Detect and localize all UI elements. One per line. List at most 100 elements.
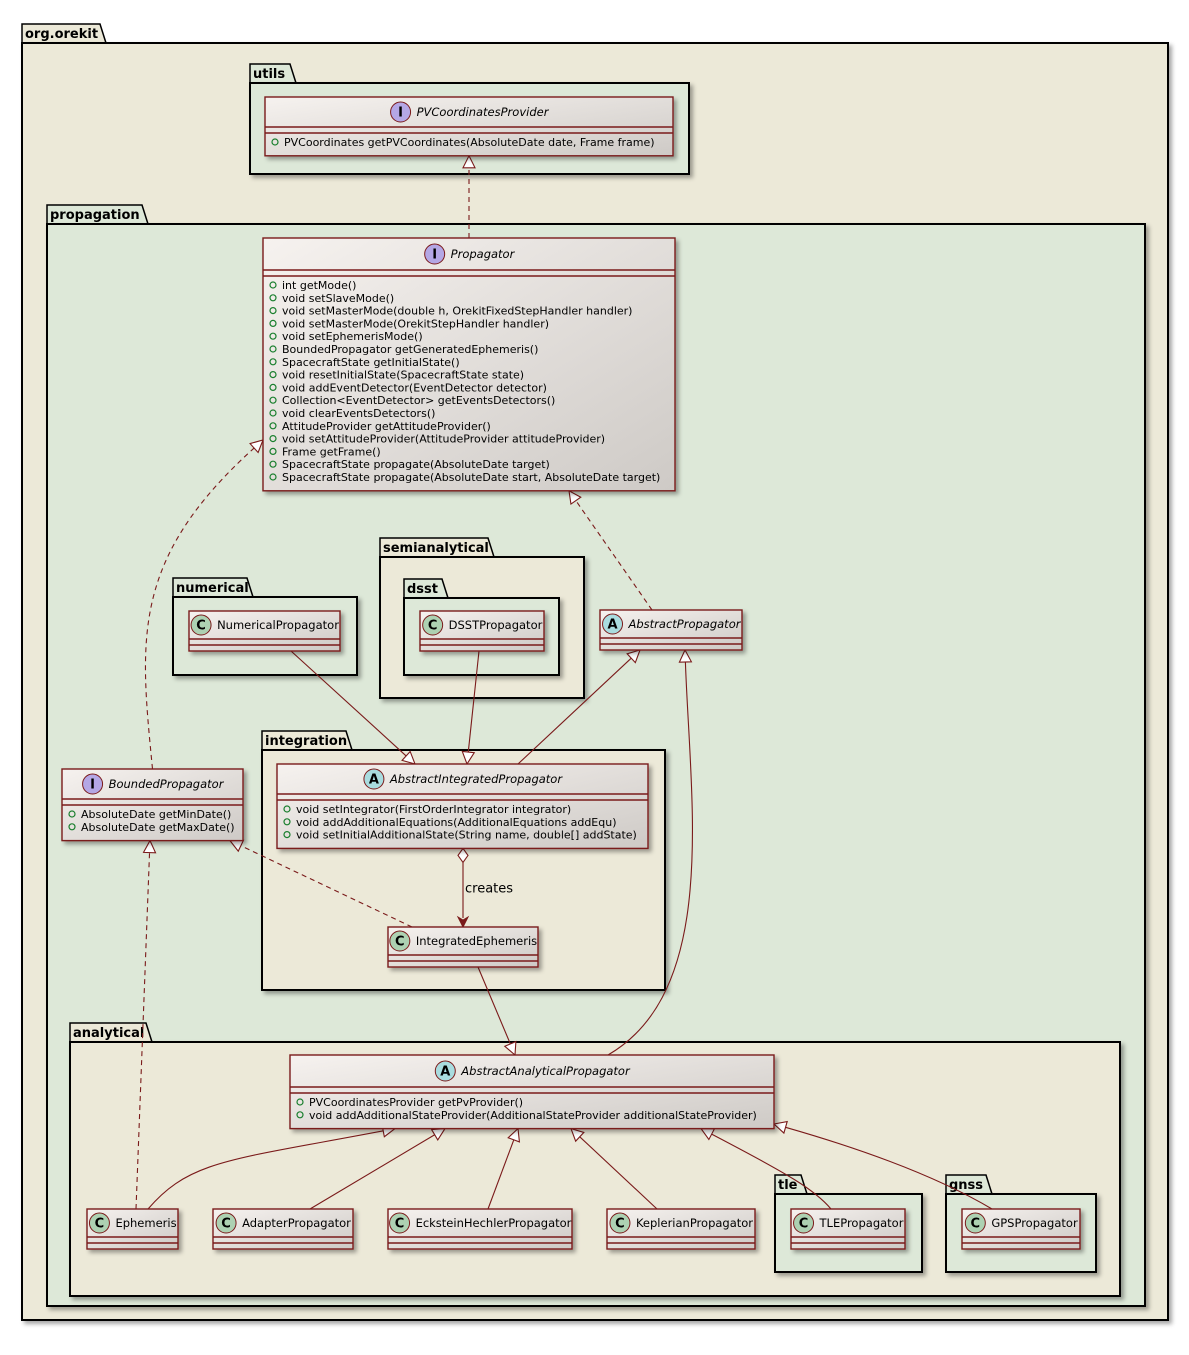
class-eckstein[interactable]: EcksteinHechlerPropagator C [387,1208,573,1250]
stereotype-badge [215,1212,237,1234]
stereotype-letter: I [90,778,95,793]
public-visibility-icon [269,294,277,302]
method-signature: void resetInitialState(SpacecraftState s… [282,369,524,382]
public-visibility-icon [296,1098,304,1106]
stereotype-badge [609,1212,631,1234]
stereotype-letter: C [196,619,206,634]
package-label: analytical [73,1026,144,1041]
method-signature: PVCoordinatesProvider getPvProvider() [309,1096,523,1109]
package-tab [261,730,353,751]
public-visibility-icon [269,447,277,455]
relation-line [785,1126,993,1210]
inheritance-arrowhead [142,839,157,854]
package-tab [403,578,449,599]
stereotype-letter: C [395,1217,405,1232]
method-signature: void setAttitudeProvider(AttitudeProvide… [282,433,605,446]
public-visibility-icon [269,358,277,366]
stereotype-letter: C [971,1217,981,1232]
public-visibility-icon [283,805,291,813]
relation-line [575,500,653,611]
class-name: AbstractIntegratedPropagator [389,772,563,786]
public-visibility-icon [269,473,277,481]
package-label: utils [253,67,285,82]
class-name: Propagator [451,247,516,261]
realization-bounded-propagator [144,439,264,770]
arrowhead [456,915,470,929]
stereotype-letter: A [440,1065,450,1080]
stereotype-badge [190,614,212,636]
package-tab [774,1174,808,1195]
class-integratedEph[interactable]: IntegratedEphemeris C [387,926,539,968]
public-visibility-icon [269,371,277,379]
public-visibility-icon [283,818,291,826]
class-box [289,1054,775,1130]
composition-creates: creates [456,847,513,929]
public-visibility-icon [269,307,277,315]
method-signature: AttitudeProvider getAttitudeProvider() [282,420,491,433]
class-name: GPSPropagator [991,1216,1078,1230]
public-visibility-icon [269,345,277,353]
package-label: integration [265,734,347,749]
stereotype-letter: C [395,935,405,950]
method-signature: void addEventDetector(EventDetector dete… [282,381,547,394]
inheritance-dsst-integrated [461,650,480,766]
class-name: TLEPropagator [819,1216,904,1230]
public-visibility-icon [68,810,76,818]
class-name: AbstractAnalyticalPropagator [460,1064,631,1078]
package-label: propagation [50,208,140,223]
relations-layer: creates [135,154,993,1210]
class-name: IntegratedEphemeris [416,934,537,948]
method-signature: AbsoluteDate getMaxDate() [81,821,235,834]
method-signature: SpacecraftState propagate(AbsoluteDate s… [282,471,660,484]
method-signature: AbsoluteDate getMinDate() [81,808,231,821]
class-name: PVCoordinatesProvider [417,105,550,119]
stereotype-badge [82,773,104,795]
relation-line [135,852,151,1210]
package-tab [21,23,107,44]
public-visibility-icon [68,823,76,831]
relation-label: creates [465,882,513,897]
relation-line [309,1134,435,1210]
method-signature: void addAdditionalEquations(AdditionalEq… [296,816,617,829]
relation-line [477,966,511,1045]
relation-line [711,1133,832,1210]
public-visibility-icon [269,460,277,468]
public-visibility-icon [269,435,277,443]
class-gps[interactable]: GPSPropagator C [961,1208,1081,1250]
class-name: KeplerianPropagator [636,1216,753,1230]
stereotype-letter: C [95,1217,105,1232]
public-visibility-icon [296,1111,304,1119]
class-abstractAnalytical[interactable]: AbstractAnalyticalPropagator A PVCoordinat… [289,1054,775,1130]
class-box [262,237,676,492]
stereotype-letter: C [428,619,438,634]
class-name: EcksteinHechlerPropagator [416,1216,572,1230]
stereotype-badge [422,614,444,636]
inheritance-arrowhead [678,648,693,663]
method-signature: PVCoordinates getPVCoordinates(AbsoluteD… [284,136,655,149]
package-tab [172,577,254,598]
stereotype-badge [363,768,385,790]
public-visibility-icon [269,396,277,404]
stereotype-letter: C [221,1217,231,1232]
stereotype-badge [793,1212,815,1234]
inheritance-arrowhead [568,489,582,506]
method-signature: int getMode() [282,279,356,292]
realization-ephemeris-bounded [135,839,157,1210]
method-signature: SpacecraftState getInitialState() [282,356,460,369]
public-visibility-icon [269,332,277,340]
inheritance-eckstein-analytical [487,1127,521,1210]
relation-line [144,447,255,770]
